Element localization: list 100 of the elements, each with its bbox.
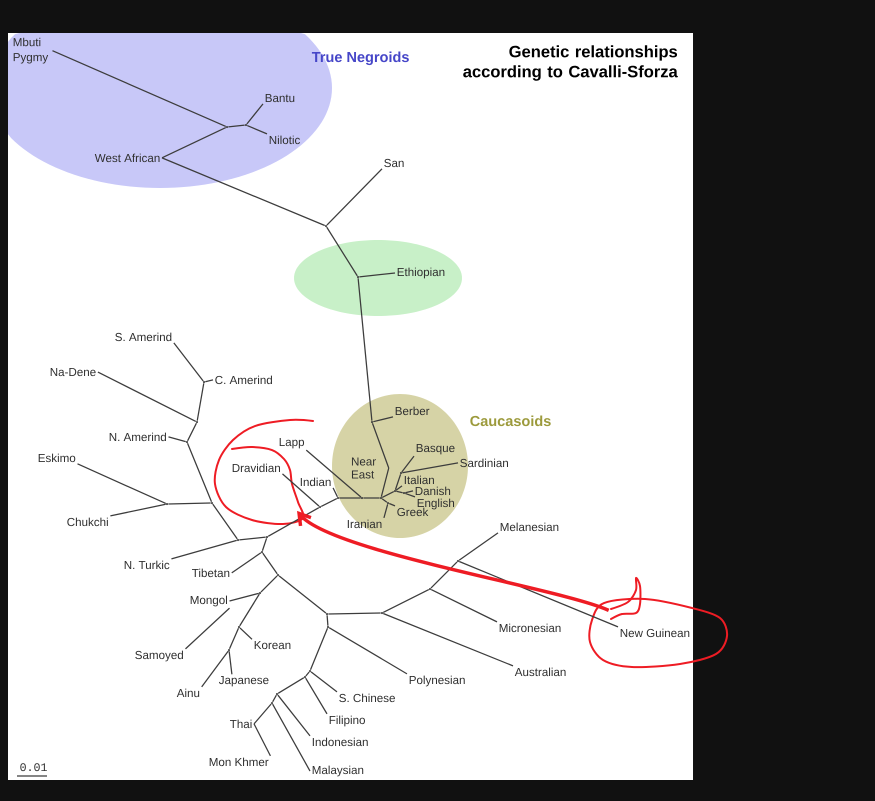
branch-line <box>396 490 403 494</box>
branch-line <box>260 576 278 593</box>
branch-line <box>231 552 262 574</box>
leaf-label: Mbuti Pygmy <box>14 38 48 64</box>
branch-line <box>326 226 358 276</box>
leaf-label: Mongol <box>190 596 227 606</box>
leaf-label: Indonesian <box>312 738 368 746</box>
leaf-label: San <box>384 158 404 168</box>
branch-line <box>205 379 214 382</box>
branch-line <box>402 462 458 474</box>
branch-line <box>185 608 230 650</box>
branch-line <box>240 627 252 640</box>
leaf-label: Greek <box>397 508 428 516</box>
branch-line <box>358 278 372 421</box>
leaf-label: Sardinian <box>460 458 508 468</box>
branch-line <box>272 704 311 772</box>
branch-line <box>162 127 226 158</box>
branch-line <box>332 488 338 498</box>
branch-point <box>226 126 228 128</box>
leaf-label: Polynesian <box>410 676 465 686</box>
branch-line <box>328 612 381 615</box>
leaf-label: Near East <box>352 457 376 479</box>
branch-point <box>276 574 280 576</box>
leaf-label: Indian <box>300 478 331 486</box>
leaf-label: Eskimo <box>38 454 76 462</box>
branch-line <box>382 589 430 613</box>
branch-line <box>430 562 458 589</box>
leaf-label: Australian <box>514 668 566 676</box>
leaf-label: Filipino <box>330 716 365 726</box>
branch-line <box>277 694 310 736</box>
branch-line <box>396 485 402 491</box>
branch-line <box>359 272 396 278</box>
branch-line <box>268 507 320 537</box>
leaf-label: Berber <box>396 406 430 416</box>
branch-point <box>318 506 322 508</box>
branch-point <box>456 560 460 562</box>
leaf-label: Ainu <box>176 688 200 698</box>
branch-line <box>306 450 362 498</box>
branch-line <box>430 589 498 622</box>
leaf-label: Basque <box>416 444 455 454</box>
branch-line <box>228 628 240 650</box>
group-label: True Negroids <box>312 51 409 66</box>
branch-line <box>246 124 268 134</box>
leaf-label: Tibetan <box>192 568 230 578</box>
branch-point <box>370 420 374 424</box>
branch-point <box>258 592 262 594</box>
branch-line <box>262 538 268 551</box>
group-label: Caucasoids <box>470 415 551 426</box>
branch-point <box>326 612 328 616</box>
branch-point <box>360 496 364 500</box>
branch-line <box>305 672 310 676</box>
branch-point <box>270 702 274 704</box>
leaf-label: Iranian <box>348 520 382 528</box>
leaf-label: Malaysian <box>312 766 364 776</box>
branch-line <box>459 560 618 628</box>
branch-point <box>166 502 168 506</box>
leaf-label: Lapp <box>280 438 304 448</box>
leaf-label: S. Amerind <box>115 332 172 342</box>
branch-line <box>401 456 414 472</box>
leaf-label: Micronesian <box>500 624 561 632</box>
branch-point <box>202 380 206 384</box>
branch-point <box>266 536 268 538</box>
branch-line <box>282 473 320 507</box>
branch-point <box>196 420 198 424</box>
branch-line <box>98 372 196 422</box>
branch-line <box>380 468 390 497</box>
branch-line <box>162 157 326 226</box>
branch-point <box>336 496 340 500</box>
branch-point <box>394 490 396 492</box>
leaf-label: N. Turkic <box>124 560 170 570</box>
branch-line <box>320 498 338 507</box>
branch-point <box>260 550 264 554</box>
branch-point <box>308 670 312 672</box>
leaf-label: Bantu <box>266 94 294 102</box>
branch-line <box>77 463 166 504</box>
branch-line <box>229 592 259 602</box>
branch-line <box>239 594 260 626</box>
branch-point <box>402 492 406 494</box>
leaf-label: Melanesian <box>500 522 558 532</box>
branch-line <box>168 502 211 505</box>
branch-line <box>187 422 197 442</box>
branch-point <box>228 648 230 652</box>
branch-line <box>272 694 277 702</box>
branch-line <box>168 436 186 442</box>
branch-line <box>110 504 166 516</box>
branch-line <box>405 490 414 494</box>
branch-line <box>171 540 237 560</box>
leaf-label: Ethiopian <box>398 268 444 278</box>
branch-line <box>310 671 338 692</box>
branch-line <box>389 502 396 506</box>
branch-line <box>373 416 394 422</box>
branch-point <box>238 626 240 628</box>
leaf-label: N. Amerind <box>110 432 166 442</box>
leaf-label: S. Chinese <box>339 694 395 702</box>
arrow <box>297 510 610 612</box>
branch-line <box>339 497 361 499</box>
branch-point <box>276 692 278 696</box>
branch-point <box>356 276 360 278</box>
branch-line <box>383 612 514 666</box>
branch-point <box>244 124 248 126</box>
